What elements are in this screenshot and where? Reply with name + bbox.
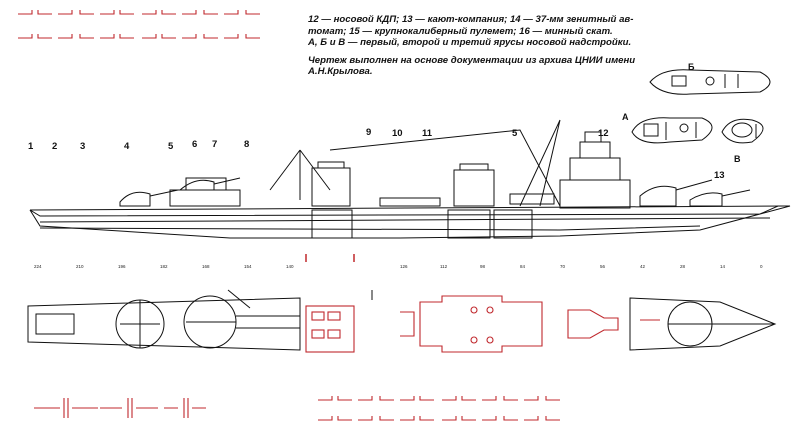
callout-11: 11 xyxy=(422,128,433,139)
frame-number: 126 xyxy=(400,264,408,269)
frame-number: 112 xyxy=(440,264,448,269)
frame-number: 196 xyxy=(118,264,126,269)
ship-side-elevation xyxy=(29,119,791,262)
deck-plan xyxy=(27,289,777,353)
frame-number: 224 xyxy=(34,264,42,269)
legend-line: томат; 15 — крупнокалиберный пулемет; 16… xyxy=(308,25,613,37)
frame-number: 168 xyxy=(202,264,210,269)
frame-number: 84 xyxy=(520,264,526,269)
callout-1: 1 xyxy=(28,141,34,152)
frame-number: 42 xyxy=(640,264,646,269)
source-note: А.Н.Крылова. xyxy=(308,66,373,77)
callout-9: 9 xyxy=(366,127,372,138)
frame-number: 154 xyxy=(244,264,252,269)
callout-7: 7 xyxy=(212,139,218,150)
callout-2: 2 xyxy=(52,141,58,152)
frame-number: 140 xyxy=(286,264,294,269)
bottom-marks xyxy=(34,396,560,421)
view-label-c: В xyxy=(734,154,741,164)
superstructure-plans xyxy=(631,69,771,144)
view-label-a: А xyxy=(622,112,629,122)
callout-12: 12 xyxy=(598,128,609,139)
callout-6: 6 xyxy=(192,139,198,150)
frame-number: 70 xyxy=(560,264,566,269)
drawing-legend: 12 — носовой КДП; 13 — кают-компания; 14… xyxy=(308,14,778,78)
view-label-b: Б xyxy=(688,62,695,72)
callout-4: 4 xyxy=(124,141,130,152)
corner-marks-top-left xyxy=(18,10,260,39)
callout-5: 5 xyxy=(168,141,174,152)
frame-number: 14 xyxy=(720,264,726,269)
frame-number: 182 xyxy=(160,264,168,269)
legend-line: А, Б и В — первый, второй и третий ярусы… xyxy=(308,37,632,48)
frame-number: 56 xyxy=(600,264,606,269)
callout-10: 10 xyxy=(392,128,403,139)
frame-number: 0 xyxy=(760,264,763,269)
source-note: Чертеж выполнен на основе документации и… xyxy=(308,54,636,66)
frame-number: 28 xyxy=(680,264,686,269)
callout-3: 3 xyxy=(80,141,86,152)
callout-8: 8 xyxy=(244,139,250,150)
frame-number: 98 xyxy=(480,264,486,269)
legend-line: 12 — носовой КДП; 13 — кают-компания; 14… xyxy=(308,14,634,25)
callout-13: 13 xyxy=(714,170,725,181)
frame-number: 210 xyxy=(76,264,84,269)
callout-5b: 5 xyxy=(512,128,518,139)
